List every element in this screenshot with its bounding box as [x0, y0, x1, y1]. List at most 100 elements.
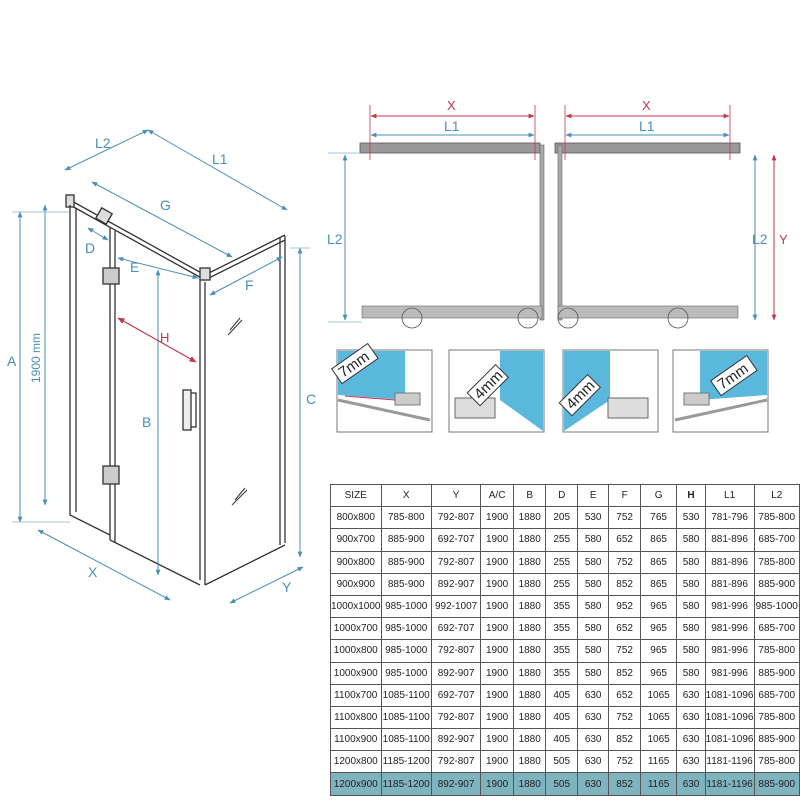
table-cell: 1880 [512, 728, 547, 752]
top-right-label-l2: L2 [752, 231, 768, 247]
table-cell: 580 [676, 661, 706, 685]
table-cell: 630 [676, 728, 706, 752]
table-cell: 1165 [639, 772, 678, 796]
table-cell: 981-996 [704, 617, 755, 641]
table-cell: 652 [608, 528, 641, 552]
table-cell: 1900 [480, 639, 514, 663]
table-cell: 1085-1100 [380, 683, 432, 707]
table-cell: 505 [545, 750, 578, 774]
table-cell: 1900 [480, 528, 514, 552]
table-cell: 881-896 [704, 550, 755, 574]
table-cell: 1900 [480, 750, 514, 774]
top-left-label-l1: L1 [444, 118, 460, 134]
table-cell: 1900 [480, 705, 514, 730]
table-cell: 752 [608, 639, 641, 663]
table-header-cell: F [608, 483, 641, 508]
table-cell: 580 [576, 528, 610, 552]
h-dimension-line [117, 317, 197, 363]
table-cell: 1181-1196 [704, 772, 755, 796]
table-cell: 580 [576, 617, 610, 641]
table-cell: 900x800 [330, 550, 382, 574]
table-header-cell: H [676, 483, 706, 508]
label-x: X [88, 564, 98, 580]
table-cell: 1880 [512, 617, 547, 641]
table-cell: 405 [545, 705, 578, 730]
table-cell: 1880 [512, 550, 547, 574]
table-header-cell: E [576, 483, 610, 508]
table-header-cell: G [639, 483, 678, 508]
label-y: Y [282, 579, 292, 595]
table-cell: 255 [545, 572, 578, 596]
table-cell: 1200x900 [330, 772, 382, 796]
table-cell: 1900 [480, 572, 514, 596]
table-cell: 1000x1000 [330, 594, 382, 619]
table-cell: 1900 [480, 683, 514, 707]
table-cell: 852 [608, 572, 641, 596]
table-cell: 981-996 [704, 661, 755, 685]
label-l2: L2 [95, 135, 111, 151]
table-cell: 1165 [639, 750, 678, 774]
table-cell: 781-796 [704, 506, 755, 530]
table-cell: 1880 [512, 572, 547, 596]
label-d: D [85, 240, 95, 256]
table-cell: 785-800 [753, 750, 800, 774]
table-cell: 752 [608, 506, 641, 530]
table-cell: 630 [676, 750, 706, 774]
label-e: E [130, 259, 139, 275]
table-cell: 1065 [639, 705, 678, 730]
isometric-view [65, 194, 286, 586]
table-cell: 985-1000 [380, 639, 432, 663]
table-cell: 630 [576, 772, 610, 796]
table-cell: 1100x700 [330, 683, 382, 707]
table-cell: 965 [639, 594, 678, 619]
table-cell: 1900 [480, 550, 514, 574]
table-cell: 1900 [480, 661, 514, 685]
table-cell: 892-907 [430, 661, 482, 685]
detail-callout-4: 7mm [672, 349, 769, 433]
table-cell: 685-700 [753, 683, 800, 707]
table-cell: 580 [576, 639, 610, 663]
table-cell: 630 [576, 750, 610, 774]
table-cell: 580 [676, 639, 706, 663]
table-cell: 965 [639, 639, 678, 663]
table-cell: 630 [576, 728, 610, 752]
table-cell: 952 [608, 594, 641, 619]
table-header-cell: L2 [753, 483, 800, 508]
label-f: F [245, 277, 254, 293]
table-header-cell: A/C [480, 483, 514, 508]
top-view-right: X L1 L2 Y [554, 98, 788, 329]
table-cell: 1185-1200 [380, 750, 432, 774]
detail-callout-3: 4mm [558, 349, 659, 433]
table-cell: 885-900 [753, 728, 800, 752]
isometric-labels: L2 L1 G D E F H A 1900 mm B C X Y [7, 135, 316, 595]
table-header-cell: Y [430, 483, 482, 508]
table-cell: 1900 [480, 617, 514, 641]
table-cell: 885-900 [753, 572, 800, 596]
table-cell: 1081-1096 [704, 705, 755, 730]
table-cell: 1000x700 [330, 617, 382, 641]
table-cell: 580 [676, 550, 706, 574]
label-c: C [306, 391, 316, 407]
table-cell: 1880 [512, 750, 547, 774]
table-cell: 505 [545, 772, 578, 796]
top-left-label-x: X [447, 98, 456, 113]
table-cell: 752 [608, 550, 641, 574]
table-cell: 580 [676, 572, 706, 596]
table-cell: 355 [545, 639, 578, 663]
table-cell: 405 [545, 728, 578, 752]
label-b: B [142, 414, 151, 430]
table-header-cell: SIZE [330, 483, 382, 508]
table-cell: 752 [608, 750, 641, 774]
table-cell: 1900 [480, 772, 514, 796]
table-cell: 900x900 [330, 572, 382, 596]
